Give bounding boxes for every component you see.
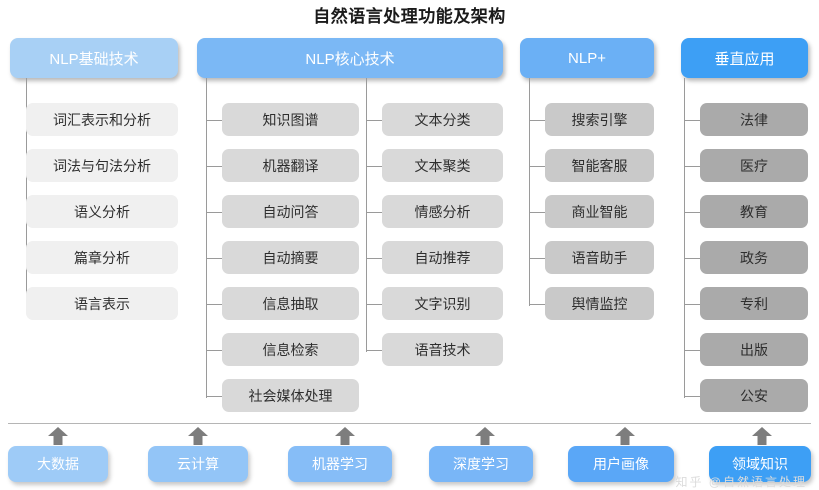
- node-nlp-core-4[interactable]: 信息抽取: [222, 287, 359, 320]
- connector-stub: [206, 258, 222, 259]
- node-nlp-plus-2[interactable]: 商业智能: [545, 195, 654, 228]
- node-vertical-apps-4[interactable]: 专利: [700, 287, 808, 320]
- connector-stub: [684, 212, 700, 213]
- node-nlp-core-2[interactable]: 自动问答: [222, 195, 359, 228]
- node-vertical-apps-5[interactable]: 出版: [700, 333, 808, 366]
- node-nlp-plus-1[interactable]: 智能客服: [545, 149, 654, 182]
- connector-stub: [684, 258, 700, 259]
- connector-stub: [206, 396, 222, 397]
- node-nlp-basic-0[interactable]: 词汇表示和分析: [26, 103, 178, 136]
- connector-stub: [206, 304, 222, 305]
- connector-stub: [206, 166, 222, 167]
- node-nlp-core-0[interactable]: 知识图谱: [222, 103, 359, 136]
- connector-stub: [366, 166, 382, 167]
- arrow-up-icon: [334, 427, 356, 445]
- watermark-text: 知乎 @自然语言处理: [675, 475, 807, 489]
- connector-stub: [366, 350, 382, 351]
- connector-stub: [529, 304, 545, 305]
- connector-stub: [206, 350, 222, 351]
- node-vertical-apps-2[interactable]: 教育: [700, 195, 808, 228]
- foundation-box-0[interactable]: 大数据: [8, 446, 108, 482]
- arrow-up-icon: [751, 427, 773, 445]
- node-nlp-core-6[interactable]: 社会媒体处理: [222, 379, 359, 412]
- connector-stub: [206, 120, 222, 121]
- node-vertical-apps-6[interactable]: 公安: [700, 379, 808, 412]
- column-header-nlp-plus[interactable]: NLP+: [520, 38, 654, 78]
- connector-stub: [529, 258, 545, 259]
- connector-stub: [684, 120, 700, 121]
- connector-stub: [529, 212, 545, 213]
- arrow-up-icon: [614, 427, 636, 445]
- connector-stub: [684, 350, 700, 351]
- connector-stub: [529, 166, 545, 167]
- node-nlp-basic-2[interactable]: 语义分析: [26, 195, 178, 228]
- connector-trunk-nlp-basic: [26, 78, 27, 306]
- node-nlp-core-1[interactable]: 机器翻译: [222, 149, 359, 182]
- connector-stub: [366, 120, 382, 121]
- node-nlp-core-5[interactable]: 信息检索: [222, 333, 359, 366]
- foundation-box-3[interactable]: 深度学习: [429, 446, 533, 482]
- connector-stub: [366, 212, 382, 213]
- connector-stub: [684, 304, 700, 305]
- connector-stub: [366, 304, 382, 305]
- column-header-nlp-core[interactable]: NLP核心技术: [197, 38, 503, 78]
- connector-stub: [684, 396, 700, 397]
- node-nlp-core-r-2[interactable]: 情感分析: [382, 195, 503, 228]
- connector-stub: [684, 166, 700, 167]
- node-vertical-apps-1[interactable]: 医疗: [700, 149, 808, 182]
- foundation-box-1[interactable]: 云计算: [148, 446, 248, 482]
- arrow-up-icon: [187, 427, 209, 445]
- foundation-box-5[interactable]: 领域知识: [709, 446, 811, 482]
- connector-stub: [366, 258, 382, 259]
- node-nlp-core-r-3[interactable]: 自动推荐: [382, 241, 503, 274]
- node-nlp-plus-3[interactable]: 语音助手: [545, 241, 654, 274]
- connector-trunk-nlp-core-right: [366, 78, 367, 352]
- node-nlp-core-r-5[interactable]: 语音技术: [382, 333, 503, 366]
- node-nlp-plus-0[interactable]: 搜索引擎: [545, 103, 654, 136]
- node-vertical-apps-0[interactable]: 法律: [700, 103, 808, 136]
- foundation-divider: [8, 423, 811, 424]
- connector-trunk-vertical-apps: [684, 78, 685, 398]
- connector-trunk-nlp-plus: [529, 78, 530, 306]
- arrow-up-icon: [47, 427, 69, 445]
- node-nlp-core-r-4[interactable]: 文字识别: [382, 287, 503, 320]
- node-nlp-basic-3[interactable]: 篇章分析: [26, 241, 178, 274]
- node-nlp-basic-1[interactable]: 词法与句法分析: [26, 149, 178, 182]
- node-vertical-apps-3[interactable]: 政务: [700, 241, 808, 274]
- node-nlp-basic-4[interactable]: 语言表示: [26, 287, 178, 320]
- column-header-vertical-apps[interactable]: 垂直应用: [681, 38, 808, 78]
- column-header-nlp-basic[interactable]: NLP基础技术: [10, 38, 178, 78]
- foundation-box-4[interactable]: 用户画像: [568, 446, 674, 482]
- connector-trunk-nlp-core-left: [206, 78, 207, 398]
- node-nlp-plus-4[interactable]: 舆情监控: [545, 287, 654, 320]
- connector-stub: [206, 212, 222, 213]
- connector-stub: [529, 120, 545, 121]
- arrow-up-icon: [474, 427, 496, 445]
- node-nlp-core-r-0[interactable]: 文本分类: [382, 103, 503, 136]
- foundation-box-2[interactable]: 机器学习: [288, 446, 392, 482]
- page-title: 自然语言处理功能及架构: [313, 7, 506, 26]
- node-nlp-core-r-1[interactable]: 文本聚类: [382, 149, 503, 182]
- node-nlp-core-3[interactable]: 自动摘要: [222, 241, 359, 274]
